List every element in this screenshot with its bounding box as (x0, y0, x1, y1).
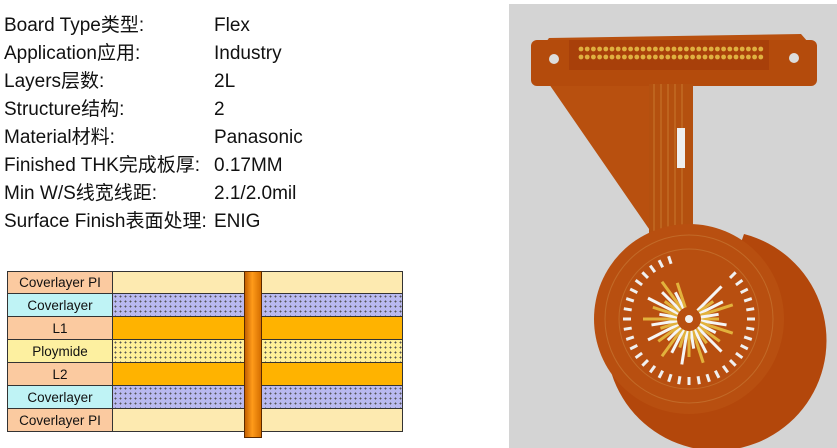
spec-value: Industry (214, 43, 282, 64)
spec-label: Min W/S线宽线距: (4, 183, 158, 204)
stackup-layer: Coverlayer (7, 386, 403, 409)
spec-row: Layers层数: 2L (4, 69, 334, 95)
spec-label: Finished THK完成板厚: (4, 155, 201, 176)
stackup-layer: Ploymide (7, 340, 403, 363)
spec-row: Board Type类型: Flex (4, 13, 334, 39)
spec-value: 0.17MM (214, 155, 283, 176)
spec-label: Surface Finish表面处理: (4, 211, 207, 232)
stackup-layer: Coverlayer (7, 294, 403, 317)
flex-pcb-photo (509, 4, 837, 448)
spec-row: Finished THK完成板厚: 0.17MM (4, 153, 334, 179)
spec-row: Min W/S线宽线距: 2.1/2.0mil (4, 181, 334, 207)
spec-label: Structure结构: (4, 99, 125, 120)
layer-name: Coverlayer PI (8, 272, 113, 293)
stackup-layer: Coverlayer PI (7, 271, 403, 294)
spec-value: 2.1/2.0mil (214, 183, 297, 204)
spec-value: ENIG (214, 211, 261, 232)
spec-row: Structure结构: 2 (4, 97, 334, 123)
layer-name: Coverlayer PI (8, 409, 113, 431)
spec-row: Material材料: Panasonic (4, 125, 334, 151)
spec-label: Material材料: (4, 127, 115, 148)
layer-name: Coverlayer (8, 386, 113, 408)
stackup-layer: L1 (7, 317, 403, 340)
spec-value: Panasonic (214, 127, 303, 148)
spec-value: Flex (214, 15, 250, 36)
layer-name: Coverlayer (8, 294, 113, 316)
spec-value: 2L (214, 71, 236, 92)
layer-name: L2 (8, 363, 113, 385)
spec-row: Surface Finish表面处理: ENIG (4, 209, 334, 235)
layer-name: L1 (8, 317, 113, 339)
spec-label: Board Type类型: (4, 15, 145, 36)
spec-value: 2 (214, 99, 225, 120)
spec-label: Application应用: (4, 43, 141, 64)
layer-name: Ploymide (8, 340, 113, 362)
spec-label: Layers层数: (4, 71, 105, 92)
plated-via (244, 271, 262, 438)
spec-row: Application应用: Industry (4, 41, 334, 67)
stackup-layer: Coverlayer PI (7, 409, 403, 432)
stackup-layer: L2 (7, 363, 403, 386)
